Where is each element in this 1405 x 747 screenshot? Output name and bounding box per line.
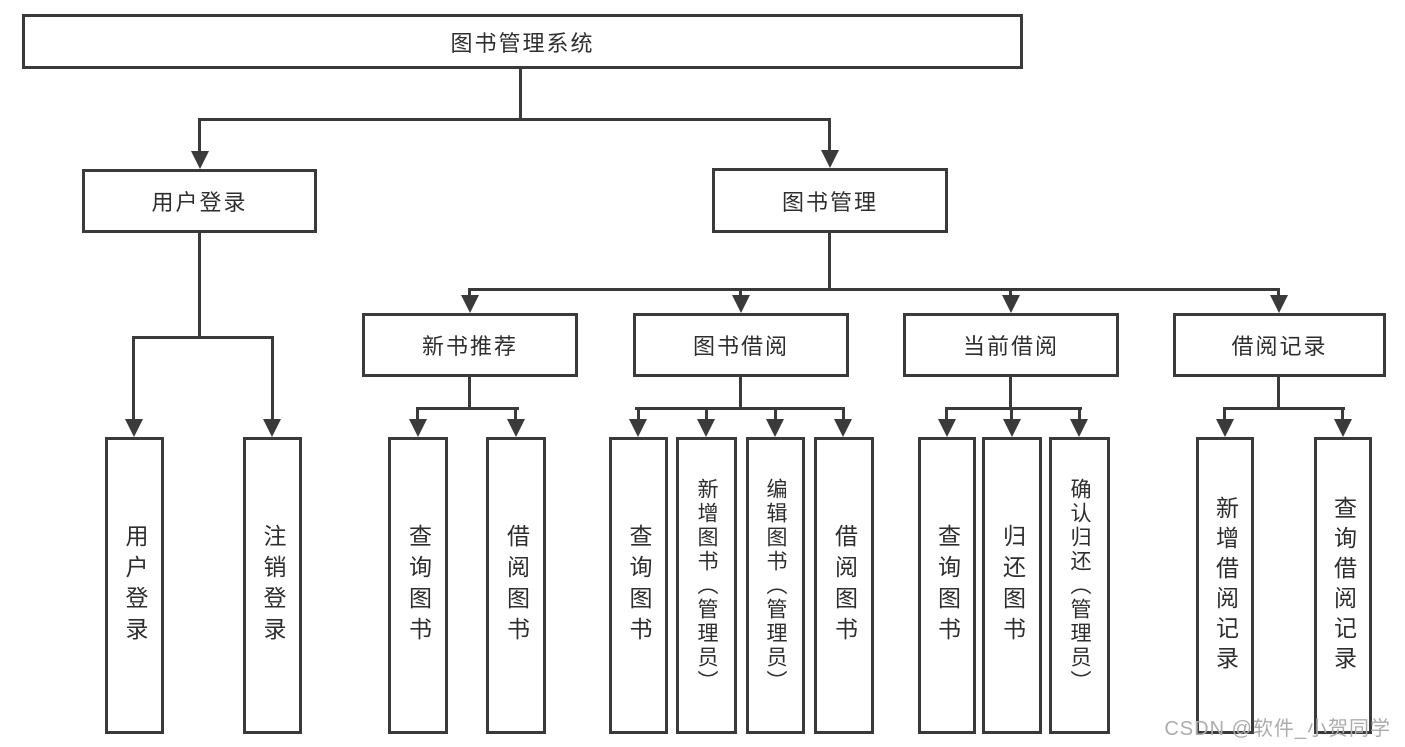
- watermark-csdn: CSDN @软件_小贺同学: [1164, 718, 1391, 740]
- connector-line: [842, 407, 845, 421]
- connector-line: [635, 407, 845, 410]
- connector-arrowhead: [1334, 419, 1352, 437]
- connector-line: [1078, 407, 1081, 421]
- node-library-management-system: 图书管理系统: [22, 14, 1023, 69]
- connector-arrowhead: [1002, 295, 1020, 313]
- connector-line: [945, 407, 948, 421]
- connector-arrowhead: [629, 419, 647, 437]
- connector-line: [132, 336, 274, 339]
- leaf-return-books: 归还图书: [982, 437, 1042, 734]
- leaf-query-borrow-record: 查询借阅记录: [1314, 437, 1372, 734]
- connector-line: [1223, 407, 1226, 421]
- node-user-login: 用户登录: [82, 169, 317, 233]
- connector-arrowhead: [732, 295, 750, 313]
- connector-arrowhead: [697, 419, 715, 437]
- connector-line: [828, 118, 831, 151]
- node-new-book-recommendation: 新书推荐: [362, 313, 578, 377]
- connector-line: [271, 336, 274, 422]
- connector-arrowhead: [1270, 295, 1288, 313]
- leaf-borrow-books-recommendation: 借阅图书: [486, 437, 546, 734]
- connector-line: [1010, 407, 1013, 421]
- connector-arrowhead: [766, 419, 784, 437]
- leaf-confirm-return-admin: 确认归还（管理员）: [1049, 437, 1110, 734]
- connector-arrowhead: [821, 150, 839, 168]
- connector-line: [1341, 407, 1344, 421]
- leaf-add-borrow-record: 新增借阅记录: [1196, 437, 1254, 734]
- node-borrowing-records: 借阅记录: [1173, 313, 1386, 377]
- connector-arrowhead: [938, 419, 956, 437]
- connector-line: [1009, 377, 1012, 410]
- connector-arrowhead: [507, 419, 525, 437]
- connector-arrowhead: [191, 151, 209, 169]
- connector-line: [1009, 288, 1012, 298]
- connector-line: [416, 407, 419, 421]
- leaf-query-books-recommendation: 查询图书: [388, 437, 448, 734]
- connector-arrowhead: [461, 295, 479, 313]
- connector-arrowhead: [1003, 419, 1021, 437]
- connector-line: [198, 118, 201, 152]
- node-current-borrowing: 当前借阅: [903, 313, 1119, 377]
- connector-arrowhead: [1216, 419, 1234, 437]
- node-book-borrowing: 图书借阅: [633, 313, 849, 377]
- connector-line: [1223, 407, 1345, 410]
- connector-line: [132, 336, 135, 422]
- leaf-query-books-borrowing: 查询图书: [609, 437, 668, 734]
- node-book-management: 图书管理: [712, 168, 948, 233]
- connector-line: [514, 407, 517, 421]
- connector-arrowhead: [125, 419, 143, 437]
- connector-line: [416, 407, 519, 410]
- leaf-edit-books-admin: 编辑图书（管理员）: [746, 437, 805, 734]
- leaf-query-books-current: 查询图书: [918, 437, 976, 734]
- connector-line: [198, 233, 201, 339]
- connector-line: [1277, 288, 1280, 298]
- connector-line: [739, 288, 742, 298]
- connector-arrowhead: [409, 419, 427, 437]
- connector-arrowhead: [834, 419, 852, 437]
- leaf-add-books-admin: 新增图书（管理员）: [676, 437, 737, 734]
- connector-line: [828, 233, 831, 291]
- connector-line: [945, 407, 1082, 410]
- leaf-logout-login: 注销登录: [243, 437, 302, 734]
- connector-line: [198, 118, 831, 121]
- connector-line: [739, 377, 742, 410]
- leaf-borrow-books-borrowing: 借阅图书: [814, 437, 874, 734]
- connector-line: [1277, 377, 1280, 410]
- leaf-user-login: 用户登录: [105, 437, 164, 734]
- connector-arrowhead: [1070, 419, 1088, 437]
- connector-line: [468, 288, 471, 298]
- connector-line: [468, 288, 1280, 291]
- connector-arrowhead: [263, 419, 281, 437]
- connector-line: [637, 407, 640, 421]
- connector-line: [468, 377, 471, 410]
- connector-line: [774, 407, 777, 421]
- connector-line: [519, 69, 522, 121]
- connector-line: [705, 407, 708, 421]
